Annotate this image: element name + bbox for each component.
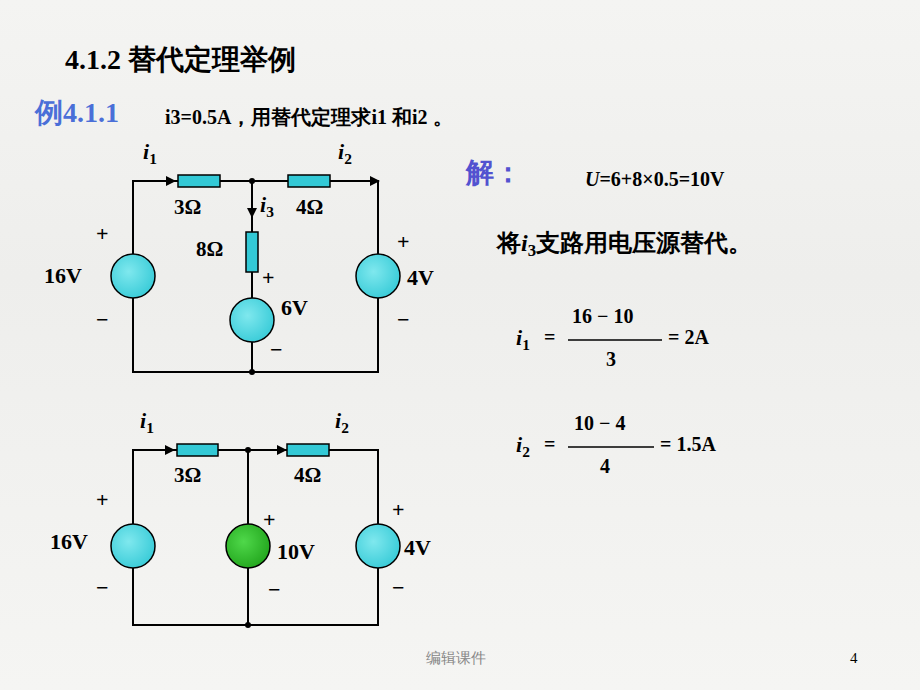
formula-term: = — [544, 433, 555, 455]
polarity-sign: + — [397, 230, 410, 254]
current-arrow — [165, 445, 287, 455]
resistance-value: 4Ω — [294, 464, 321, 487]
polarity-sign: − — [96, 576, 109, 600]
wire — [133, 181, 378, 372]
polarity-sign: + — [262, 266, 275, 290]
junction-dot — [249, 178, 255, 375]
resistance-value: 3Ω — [174, 464, 201, 487]
fraction-bar — [568, 340, 662, 447]
voltage-value: 16V — [50, 530, 88, 554]
formula-term: i2 — [516, 433, 530, 461]
slide-title: 4.1.2 替代定理举例 — [65, 45, 296, 76]
polarity-sign: + — [96, 222, 109, 246]
voltage-value: 4V — [407, 266, 434, 290]
solution-heading: 解： — [466, 158, 522, 189]
polarity-sign: + — [96, 488, 109, 512]
polarity-sign: − — [397, 308, 410, 332]
voltage-value: 10V — [277, 540, 315, 564]
current-label: i1 — [140, 409, 154, 437]
wire — [133, 450, 378, 625]
polarity-sign: − — [270, 338, 283, 362]
resistance-value: 4Ω — [296, 196, 323, 219]
voltage-value: 6V — [281, 296, 308, 320]
resistance-value: 3Ω — [174, 196, 201, 219]
voltage-value: 16V — [44, 264, 82, 288]
polarity-sign: − — [268, 578, 281, 602]
footer-note: 编辑课件 — [426, 650, 486, 667]
resistance-value: 8Ω — [196, 238, 223, 261]
current-label: i2 — [338, 140, 352, 168]
equation: U=6+8×0.5=10V — [585, 168, 724, 190]
numerator: 16 − 10 — [572, 305, 633, 327]
formula-term: = — [544, 326, 555, 348]
current-label: i1 — [143, 140, 157, 168]
resistor-symbol — [177, 444, 329, 456]
voltage-value: 4V — [404, 536, 431, 560]
example-number: 例4.1.1 — [35, 98, 119, 129]
formula-result: = 2A — [668, 326, 709, 348]
resistor-symbol — [178, 175, 330, 272]
problem-statement: i3=0.5A，用替代定理求i1 和i2 。 — [165, 106, 453, 128]
polarity-sign: + — [392, 498, 405, 522]
voltage-source — [111, 254, 400, 342]
current-label: i3 — [260, 193, 274, 221]
polarity-sign: − — [96, 308, 109, 332]
voltage-source — [111, 524, 400, 568]
current-label: i2 — [335, 409, 349, 437]
junction-dot — [245, 447, 251, 628]
formula-term: i1 — [516, 326, 530, 354]
polarity-sign: + — [263, 508, 276, 532]
denominator: 4 — [600, 455, 610, 477]
numerator: 10 − 4 — [574, 412, 625, 434]
polarity-sign: − — [392, 576, 405, 600]
solution-step: 将i3支路用电压源替代。 — [497, 230, 752, 261]
formula-result: = 1.5A — [660, 433, 716, 455]
denominator: 3 — [606, 348, 616, 370]
page-number: 4 — [850, 650, 858, 667]
